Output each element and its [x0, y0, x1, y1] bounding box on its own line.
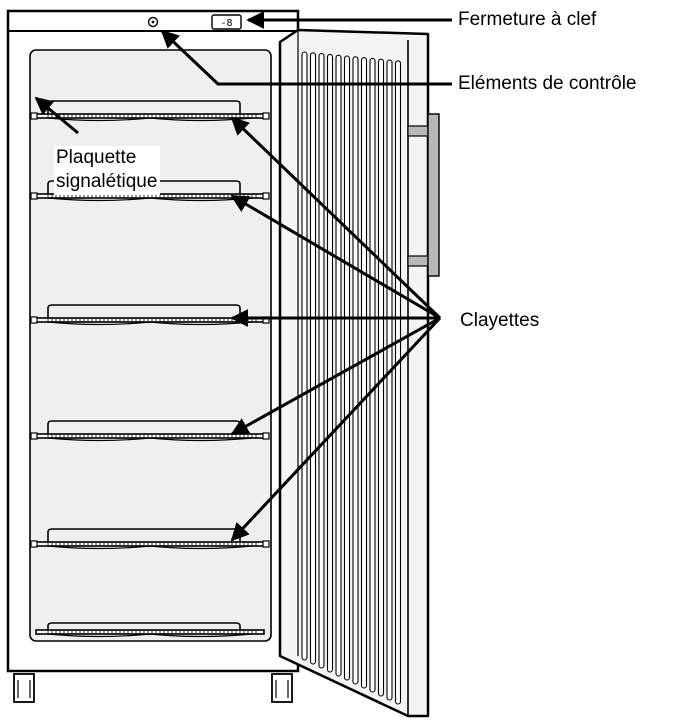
- shelf: [30, 304, 270, 326]
- plate-leader: [34, 96, 79, 135]
- control-panel-icon: [147, 16, 159, 28]
- rating-plate-label-line1: Plaquette: [56, 147, 137, 168]
- open-door: [278, 28, 430, 718]
- door-rib: [335, 54, 342, 677]
- door-rib: [326, 53, 334, 673]
- door-rib: [386, 59, 393, 701]
- door-rib: [309, 52, 317, 665]
- door-ribs: [301, 51, 402, 705]
- rating-plate-label-line2: signalétique: [56, 171, 158, 192]
- shelf-leader-4: [230, 316, 441, 436]
- door-rib: [352, 56, 359, 685]
- key-lock-icon: -8: [211, 14, 242, 30]
- lock-label: Fermeture à clef: [458, 9, 597, 30]
- shelf-leader-2: [230, 194, 441, 320]
- shelf-leader-5: [230, 316, 442, 542]
- shelf-leader-1: [230, 116, 442, 320]
- caster-icon: [13, 673, 293, 703]
- door-rib: [369, 57, 376, 693]
- shelf: [35, 622, 265, 638]
- shelves-group: [30, 100, 270, 638]
- door-rib: [318, 53, 325, 669]
- leader-lines: [34, 11, 452, 542]
- door-handle: [407, 113, 440, 277]
- door-rib: [394, 60, 402, 705]
- door-rib: [360, 57, 368, 689]
- shelves-label: Clayettes: [460, 310, 540, 331]
- shelf: [30, 528, 270, 550]
- controls-label: Eléments de contrôle: [458, 73, 637, 94]
- rating-plate-label: Plaquette signalétique: [54, 146, 161, 195]
- controls-leader: [160, 29, 452, 86]
- svg-text:-8: -8: [220, 18, 232, 29]
- door-rib: [301, 51, 308, 661]
